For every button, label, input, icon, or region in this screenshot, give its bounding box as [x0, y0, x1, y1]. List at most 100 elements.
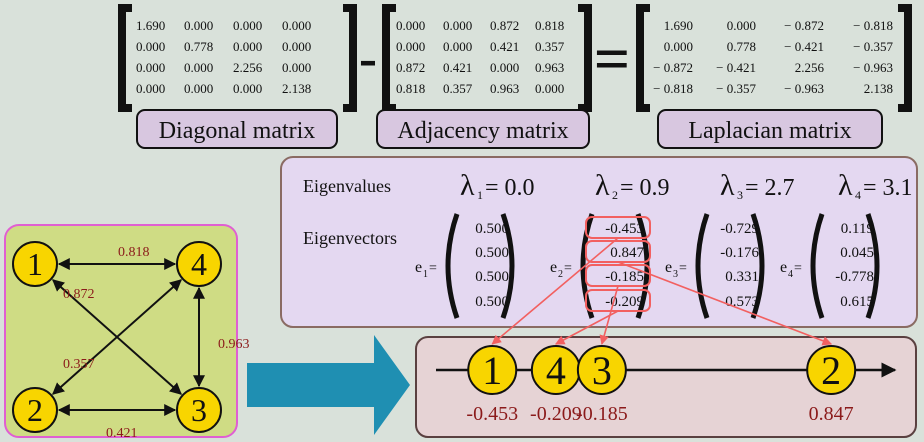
matrix-cell: 0.818 — [535, 18, 564, 33]
eigenvector-component: -0.729 — [720, 221, 759, 237]
minus-sign: - — [359, 28, 377, 88]
embedding-value: -0.453 — [466, 403, 518, 425]
eigenvector-name: e — [550, 259, 557, 276]
lambda-subscript: 4 — [855, 188, 861, 202]
graph-node-label: 3 — [191, 392, 207, 428]
matrix-cell: 0.000 — [136, 39, 165, 54]
lambda-symbol: λ — [838, 169, 853, 202]
right-bracket — [578, 4, 592, 112]
lambda-subscript: 3 — [737, 188, 743, 202]
left-bracket — [382, 4, 396, 112]
embedding-point-2: 20.847 — [806, 345, 857, 425]
eigenvector-equals: = — [794, 261, 802, 276]
edge-weight: 0.818 — [118, 245, 150, 260]
eigenvalue-value: = 2.7 — [745, 175, 795, 201]
mapping-arrow — [555, 310, 619, 345]
eigenvector-name: e — [780, 259, 787, 276]
edge-weight: 0.963 — [218, 337, 250, 352]
big-transform-arrow — [247, 335, 410, 435]
eigenvector-component: 0.615 — [840, 294, 874, 310]
matrix-cell: 0.000 — [282, 39, 311, 54]
eigenvector-name: e — [415, 259, 422, 276]
embedding-node-label: 3 — [592, 348, 612, 393]
embedding-point-1: 1 -0.453 — [466, 345, 518, 425]
right-paren — [865, 213, 880, 319]
matrix-cell: 2.138 — [282, 81, 311, 96]
graph-node-3 — [176, 387, 222, 433]
eigenvalue-value: = 0.0 — [485, 175, 535, 201]
eigenvector-component: 0.045 — [840, 245, 874, 261]
right-paren — [750, 213, 765, 319]
diagonal-caption-text: Diagonal matrix — [159, 118, 316, 144]
matrix-cell: 0.000 — [136, 60, 165, 75]
matrix-cell: 0.000 — [396, 39, 425, 54]
matrix-cell: 0.000 — [184, 60, 213, 75]
embedding-value: -0.209 — [530, 403, 582, 425]
embedding-node — [806, 345, 857, 395]
graph-node-label: 2 — [27, 392, 43, 428]
edge-weight: 0.357 — [63, 357, 95, 372]
matrix-cell: 0.000 — [233, 39, 262, 54]
left-paren — [695, 213, 710, 319]
eigenvector-component: 0.500 — [475, 245, 509, 261]
matrix-cell: 0.872 — [396, 60, 425, 75]
matrix-cell: − 0.421 — [784, 39, 824, 54]
matrix-cell: 0.000 — [396, 18, 425, 33]
eigenvector-component: 0.119 — [841, 221, 874, 237]
matrix-cell: 0.872 — [490, 18, 519, 33]
left-bracket — [636, 4, 650, 112]
graph-node-label: 1 — [27, 246, 43, 282]
eigenvector-equals: = — [564, 261, 572, 276]
eigenvector-component: -0.453 — [605, 221, 644, 237]
eigenvector-component: 0.573 — [725, 294, 759, 310]
eigenvector-subscript: 4 — [788, 269, 793, 280]
eigenvector-component: 0.500 — [475, 221, 509, 237]
embedding-node-label: 1 — [482, 348, 502, 393]
adjacency-caption: Adjacency matrix — [376, 109, 590, 149]
matrix-cell: 0.000 — [233, 18, 262, 33]
matrix-cell: 0.000 — [535, 81, 564, 96]
laplacian-matrix: 1.690 0.000 − 0.872 − 0.818 0.000 0.778 − 0.42… — [636, 4, 912, 112]
matrix-cell: 2.256 — [795, 60, 825, 75]
matrix-cell: 0.421 — [443, 60, 472, 75]
matrix-cell: 0.000 — [184, 81, 213, 96]
right-bracket — [898, 4, 912, 112]
right-paren — [500, 213, 515, 319]
embedding-node — [467, 345, 518, 395]
diagonal-caption: Diagonal matrix — [136, 109, 338, 149]
left-bracket — [118, 4, 132, 112]
matrix-cell: 0.000 — [664, 39, 693, 54]
eigenvector-equals: = — [429, 261, 437, 276]
matrix-cell: − 0.818 — [853, 18, 893, 33]
matrix-cell: 0.000 — [727, 18, 756, 33]
embedding-value: -0.185 — [576, 403, 628, 425]
matrix-cell: − 0.872 — [653, 60, 693, 75]
lambda-subscript: 2 — [612, 188, 618, 202]
matrix-cell: 1.690 — [664, 18, 693, 33]
matrix-cell: 0.778 — [727, 39, 756, 54]
eigenvector-component: -0.778 — [835, 269, 874, 285]
eigenvector-subscript: 2 — [558, 269, 563, 280]
matrix-cell: − 0.357 — [716, 81, 756, 96]
matrix-cell: 1.690 — [136, 18, 165, 33]
graph-edge-2-4 — [52, 279, 182, 395]
eigenvector-name: e — [665, 259, 672, 276]
eigenvalue-value: = 0.9 — [620, 175, 670, 201]
graph-node-1 — [12, 241, 58, 287]
matrix-cell: 0.963 — [490, 81, 519, 96]
mapping-arrow — [617, 261, 833, 346]
matrix-cell: 0.357 — [443, 81, 473, 96]
adjacency-caption-text: Adjacency matrix — [397, 118, 568, 144]
matrix-cell: 0.000 — [184, 18, 213, 33]
mapping-arrow — [491, 237, 619, 345]
matrix-cell: 0.000 — [443, 39, 472, 54]
matrix-cell: 2.256 — [233, 60, 263, 75]
laplacian-caption-text: Laplacian matrix — [688, 118, 851, 144]
matrix-cell: 0.963 — [535, 60, 564, 75]
